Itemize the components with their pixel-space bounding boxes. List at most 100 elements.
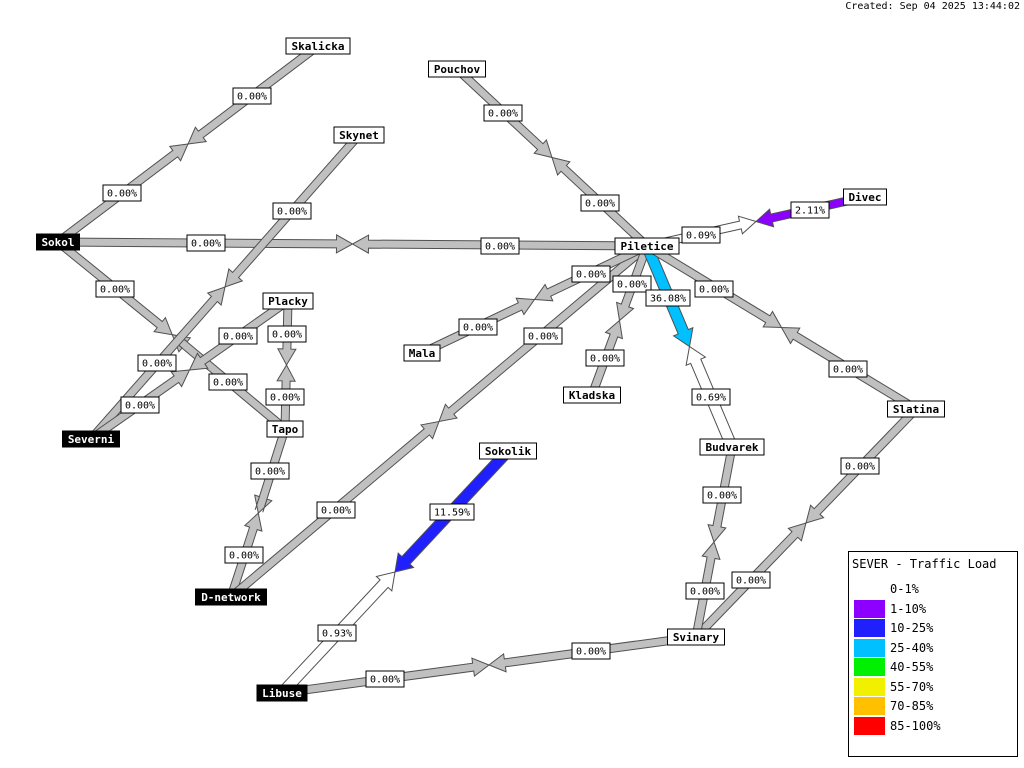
legend-swatch bbox=[854, 677, 885, 696]
link-piletice-mala-out-label-text: 0.00% bbox=[576, 270, 606, 281]
links-layer bbox=[54, 42, 920, 698]
legend-label: 10-25% bbox=[890, 621, 934, 635]
node-libuse[interactable]: Libuse bbox=[256, 684, 308, 702]
link-sokol-tapo-in-label: 0.00% bbox=[208, 373, 248, 391]
node-placky[interactable]: Placky bbox=[262, 292, 314, 310]
link-dnetwork-piletice-in-label: 0.00% bbox=[523, 327, 563, 345]
node-pouchov[interactable]: Pouchov bbox=[428, 60, 486, 78]
node-sokol[interactable]: Sokol bbox=[36, 233, 80, 251]
link-tapo-dnetwork-out-label-text: 0.00% bbox=[255, 467, 285, 478]
link-budvarek-svinary-in-label: 0.00% bbox=[685, 582, 725, 600]
node-piletice-label: Piletice bbox=[621, 240, 674, 253]
node-d-network[interactable]: D-network bbox=[195, 588, 267, 606]
legend-item: 55-70% bbox=[854, 677, 933, 696]
node-skynet[interactable]: Skynet bbox=[333, 126, 385, 144]
link-tapo-dnetwork-in-label-text: 0.00% bbox=[229, 551, 259, 562]
node-slatina[interactable]: Slatina bbox=[887, 400, 945, 418]
link-sokol-skalicka-in-label-text: 0.00% bbox=[107, 189, 137, 200]
link-piletice-budvarek-out-label-text: 36.08% bbox=[650, 294, 686, 305]
legend-swatch bbox=[854, 697, 885, 715]
link-slatina-svinary-out-label: 0.00% bbox=[840, 457, 880, 475]
legend-label: 70-85% bbox=[890, 699, 934, 713]
link-severni-placky-in-label-text: 0.00% bbox=[125, 401, 155, 412]
link-dnetwork-piletice-in-label-text: 0.00% bbox=[528, 332, 558, 343]
legend-swatch bbox=[854, 658, 885, 676]
legend-label: 1-10% bbox=[890, 601, 927, 616]
link-sokolik-libuse-out-label: 11.59% bbox=[429, 503, 475, 521]
link-pouchov-piletice-in-label: 0.00% bbox=[580, 194, 620, 212]
link-sokol-skalicka-out-label-text: 0.00% bbox=[237, 92, 267, 103]
node-kladska[interactable]: Kladska bbox=[563, 386, 621, 404]
link-sokol-piletice[interactable] bbox=[57, 234, 648, 254]
link-pouchov-piletice-in-label-text: 0.00% bbox=[585, 199, 615, 210]
link-sokolik-libuse-in-label-text: 0.93% bbox=[322, 629, 352, 640]
link-placky-tapo[interactable] bbox=[276, 300, 297, 430]
link-sokol-tapo-out-label-text: 0.00% bbox=[100, 285, 130, 296]
legend-title: SEVER - Traffic Load bbox=[852, 557, 997, 571]
node-severni[interactable]: Severni bbox=[62, 430, 120, 448]
link-slatina-svinary-in-label: 0.00% bbox=[731, 571, 771, 589]
link-svinary-libuse[interactable] bbox=[280, 632, 698, 698]
node-skynet-label: Skynet bbox=[339, 129, 379, 142]
node-budvarek[interactable]: Budvarek bbox=[699, 438, 765, 456]
link-placky-tapo-in-label-text: 0.00% bbox=[270, 393, 300, 404]
link-severni-placky-out-label: 0.00% bbox=[218, 327, 258, 345]
link-svinary-libuse-in-label: 0.00% bbox=[365, 670, 405, 688]
node-mala-label: Mala bbox=[409, 347, 436, 360]
node-mala[interactable]: Mala bbox=[403, 344, 441, 362]
node-budvarek-label: Budvarek bbox=[706, 441, 759, 454]
link-sokol-piletice-out-label: 0.00% bbox=[186, 234, 226, 252]
traffic-load-legend: SEVER - Traffic Load 0-1% 1-10% 10-25% 25-4… bbox=[848, 551, 1018, 757]
link-piletice-divec-in-label-text: 2.11% bbox=[795, 206, 825, 217]
node-piletice[interactable]: Piletice bbox=[614, 237, 680, 255]
link-piletice-budvarek-in-label: 0.69% bbox=[691, 388, 731, 406]
node-skalicka[interactable]: Skalicka bbox=[285, 37, 351, 55]
node-divec[interactable]: Divec bbox=[843, 188, 887, 206]
node-d-network-label: D-network bbox=[201, 591, 261, 604]
node-sokolik[interactable]: Sokolik bbox=[479, 442, 537, 460]
node-slatina-label: Slatina bbox=[893, 403, 939, 416]
legend-label: 0-1% bbox=[890, 582, 919, 596]
link-pouchov-piletice-out-label-text: 0.00% bbox=[488, 109, 518, 120]
link-severni-skynet-out-label-text: 0.00% bbox=[277, 207, 307, 218]
legend-swatch bbox=[854, 716, 885, 735]
link-sokolik-libuse-in-label: 0.93% bbox=[317, 624, 357, 642]
legend-item: 0-1% bbox=[854, 580, 919, 598]
node-sokolik-label: Sokolik bbox=[485, 445, 532, 458]
node-sokol-label: Sokol bbox=[41, 236, 74, 249]
legend-swatch bbox=[854, 638, 885, 657]
link-piletice-kladska-in-label-text: 0.00% bbox=[590, 354, 620, 365]
link-piletice-divec-in-label: 2.11% bbox=[790, 201, 830, 219]
node-tapo[interactable]: Tapo bbox=[266, 420, 304, 438]
link-severni-skynet-in-label: 0.00% bbox=[137, 354, 177, 372]
link-slatina-svinary-out-label-text: 0.00% bbox=[845, 462, 875, 473]
link-piletice-slatina-in-label: 0.00% bbox=[828, 360, 868, 378]
link-piletice-budvarek-in-label-text: 0.69% bbox=[696, 393, 726, 404]
link-piletice-slatina-out-label: 0.00% bbox=[694, 280, 734, 298]
node-severni-label: Severni bbox=[68, 433, 115, 446]
link-budvarek-svinary-out-label-text: 0.00% bbox=[707, 491, 737, 502]
node-libuse-label: Libuse bbox=[262, 687, 302, 700]
link-placky-tapo-out-label: 0.00% bbox=[267, 325, 307, 343]
node-svinary[interactable]: Svinary bbox=[667, 628, 725, 646]
link-piletice-slatina-in-label-text: 0.00% bbox=[833, 365, 863, 376]
node-svinary-label: Svinary bbox=[673, 631, 720, 644]
link-severni-placky[interactable] bbox=[88, 297, 291, 443]
link-placky-tapo-out-label-text: 0.00% bbox=[272, 330, 302, 341]
link-dnetwork-piletice-out-label: 0.00% bbox=[316, 501, 356, 519]
link-budvarek-svinary[interactable] bbox=[691, 445, 737, 639]
legend-label: 25-40% bbox=[890, 640, 934, 655]
link-pouchov-piletice-out-label: 0.00% bbox=[483, 104, 523, 122]
link-svinary-libuse-in-label-text: 0.00% bbox=[370, 675, 400, 686]
link-sokolik-libuse[interactable] bbox=[277, 446, 513, 698]
link-svinary-libuse-out-label-text: 0.00% bbox=[576, 647, 606, 658]
link-piletice-divec-out-label-text: 0.09% bbox=[686, 231, 716, 242]
link-budvarek-svinary-in-label-text: 0.00% bbox=[690, 587, 720, 598]
legend-item: 25-40% bbox=[854, 638, 934, 657]
link-severni-skynet-out-label: 0.00% bbox=[272, 202, 312, 220]
link-piletice-budvarek-out-label: 36.08% bbox=[645, 289, 691, 307]
link-pouchov-piletice[interactable] bbox=[453, 65, 651, 250]
node-placky-label: Placky bbox=[268, 295, 308, 308]
